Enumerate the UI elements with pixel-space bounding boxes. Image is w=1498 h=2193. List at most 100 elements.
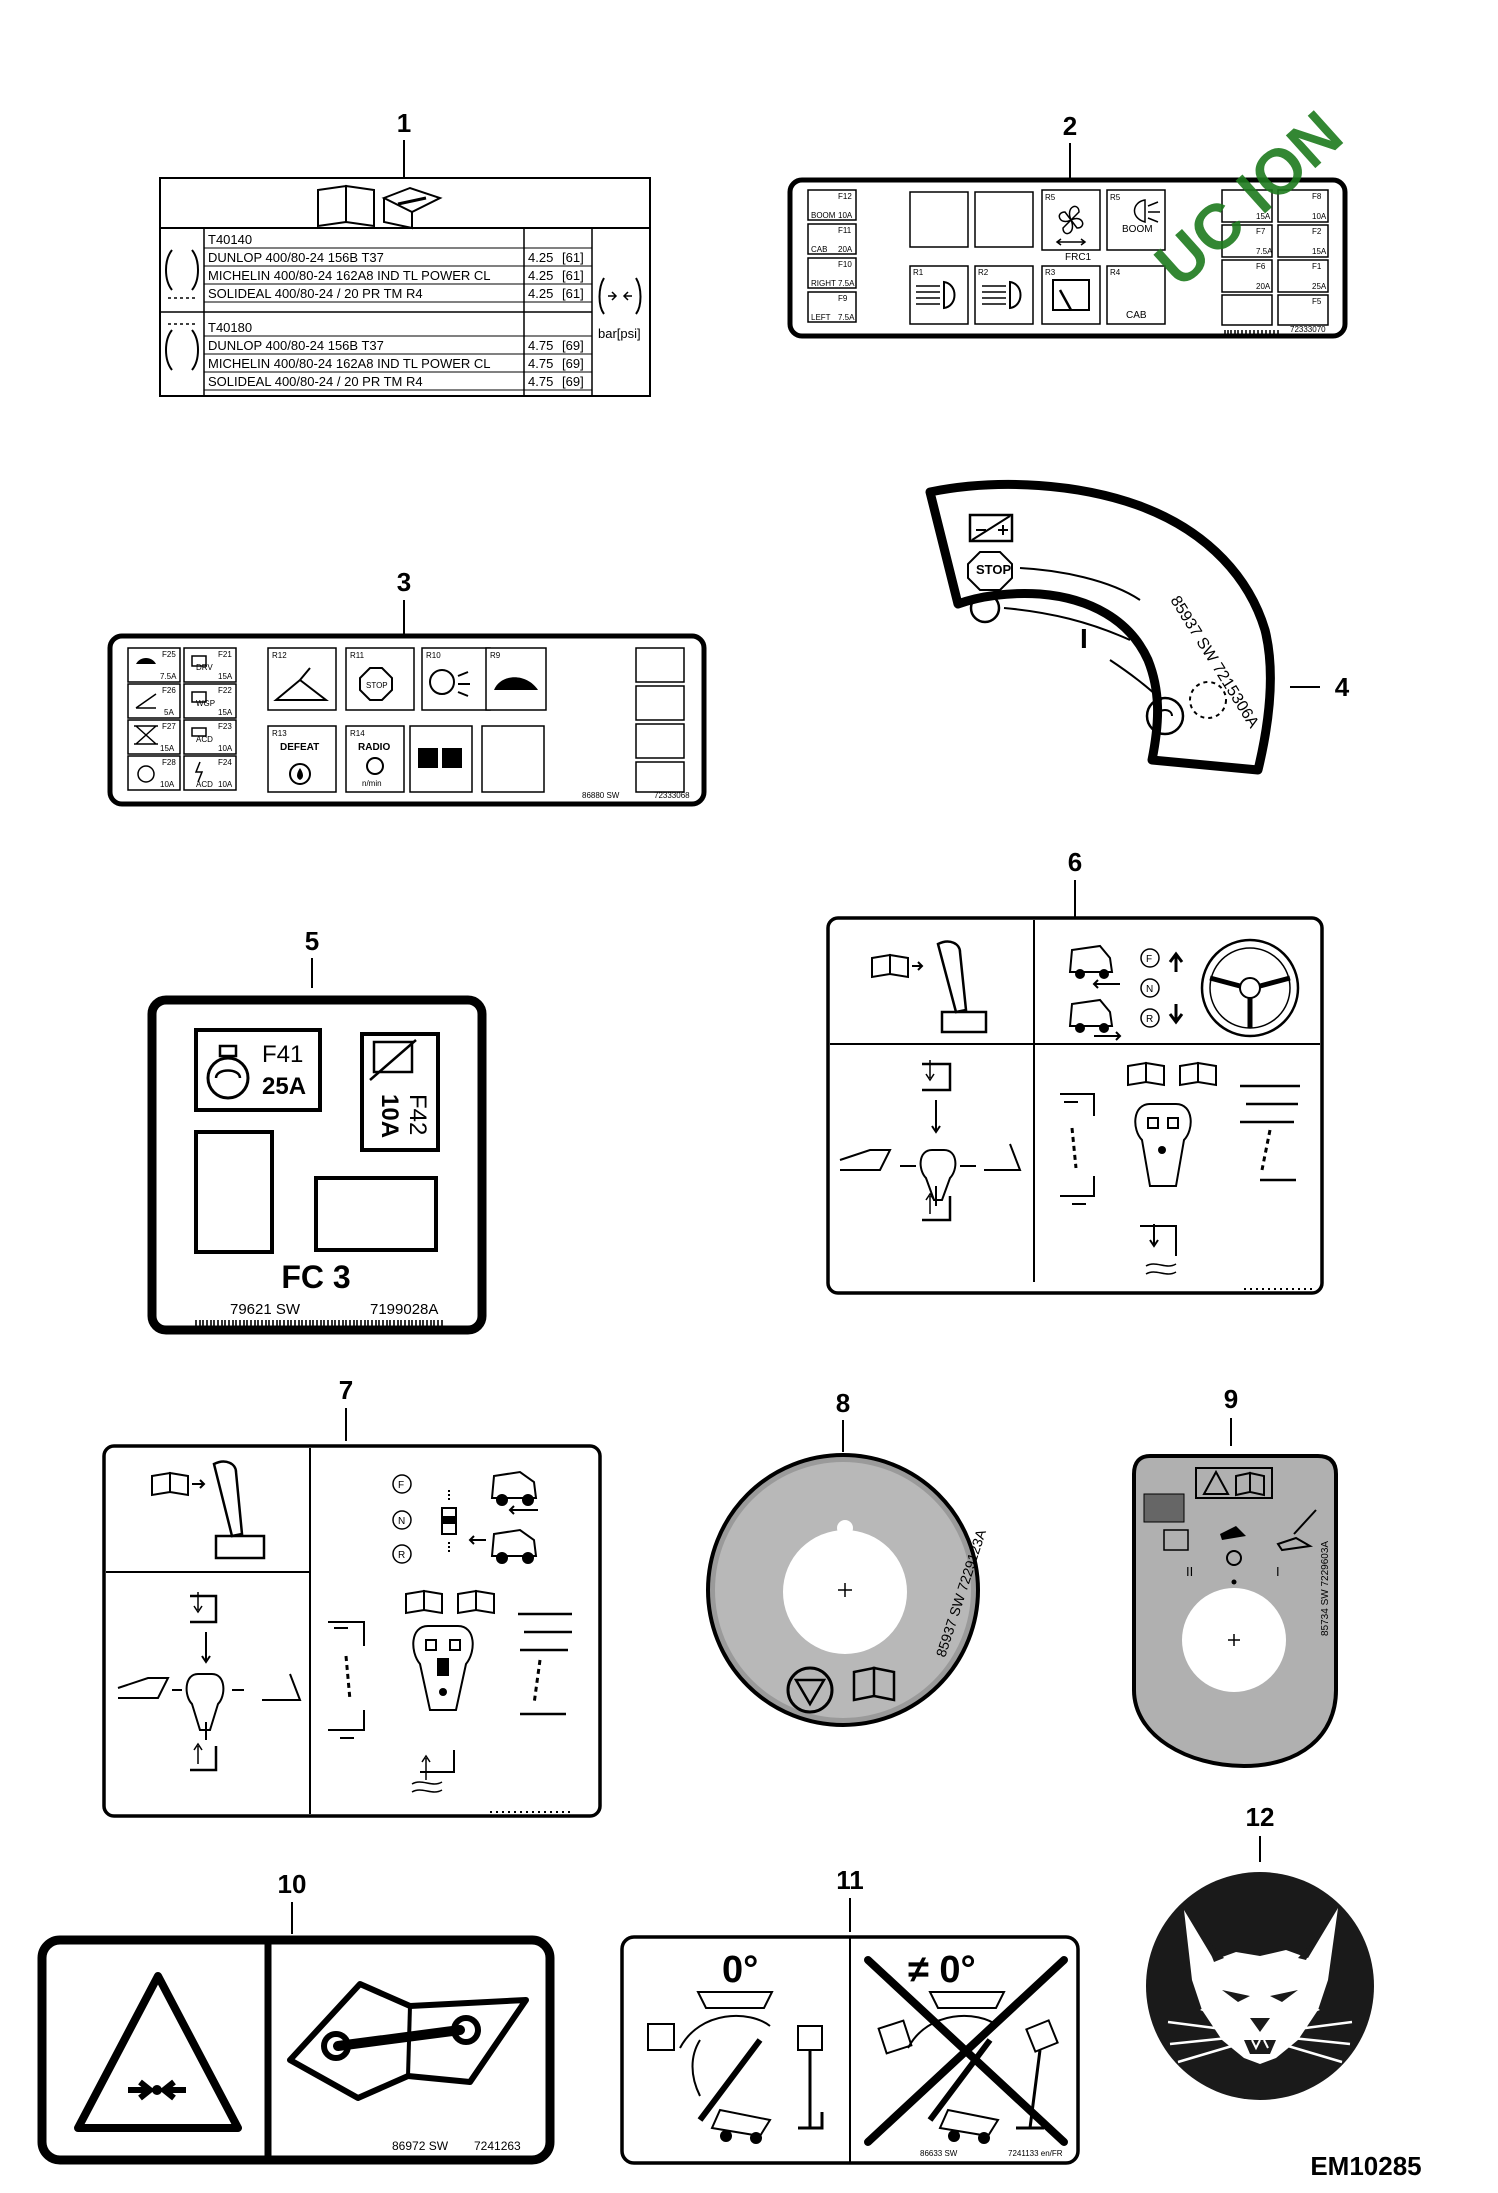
- fuse-amp: 10A: [218, 780, 233, 789]
- fuse-amp: 10A: [160, 780, 175, 789]
- fuse-code: F24: [218, 758, 232, 767]
- callout-8: 8: [836, 1388, 850, 1418]
- fuse-code: F5: [1312, 297, 1322, 306]
- serial-number: 86972 SW: [392, 2139, 449, 2153]
- psi-value: [61]: [562, 250, 584, 265]
- decal-5-fuse-panel: F41 25A F42 10A FC 3 79621 SW 7199028A: [147, 995, 487, 1335]
- fuse-f42-amp: 10A: [376, 1094, 403, 1138]
- part-number: 72333070: [1290, 325, 1326, 334]
- psi-value: [69]: [562, 356, 584, 371]
- barcode: [195, 1320, 443, 1326]
- service-manual-icon: [287, 1981, 529, 2101]
- stop-label: STOP: [976, 562, 1011, 577]
- switch-icon: [418, 748, 438, 768]
- relay-name: BOOM: [1122, 224, 1153, 235]
- joystick-movement-diagram: [117, 1592, 302, 1772]
- manual-icon: [317, 184, 375, 228]
- level-angle-ok: 0°: [722, 1949, 758, 1991]
- fuse-name: CAB: [811, 245, 827, 254]
- fuse-amp: 20A: [1256, 282, 1271, 291]
- callout-11: 11: [836, 1865, 864, 1895]
- stop-sign-icon: [359, 667, 393, 701]
- position-one: I: [1276, 1564, 1280, 1579]
- stop-engine-icon: STOP: [967, 551, 1013, 591]
- decal-2-fuse-box: F12 BOOM 10A F11 CAB 20A F10 RIGHT 7.5A …: [787, 97, 1356, 339]
- auxiliary-controls-diagram: [1060, 1061, 1300, 1275]
- relay-code: R12: [272, 651, 287, 660]
- relay-code: R9: [490, 651, 501, 660]
- spirit-level-icon: [928, 1991, 1006, 2009]
- attachment-icon: [1143, 1493, 1185, 1523]
- fuse-amp: 10A: [838, 211, 853, 220]
- crush-hazard-icon: [74, 1972, 242, 2132]
- fuse-name: LEFT: [811, 313, 831, 322]
- callout-10: 10: [278, 1869, 307, 1899]
- fuse-f41-amp: 25A: [262, 1073, 306, 1100]
- direction-forward: F: [1146, 954, 1152, 965]
- relay-code: R5: [1110, 193, 1121, 202]
- pressure-value: 4.75: [528, 374, 553, 389]
- loader-forward-icon: [1068, 944, 1120, 989]
- tire-front-icon: [165, 249, 199, 299]
- fuse-code: F8: [1312, 192, 1322, 201]
- display-icon: [191, 691, 207, 703]
- relay-code: R1: [913, 268, 924, 277]
- psi-value: [61]: [562, 268, 584, 283]
- serial-number: 86633 SW: [920, 2149, 958, 2158]
- fuse-amp: 5A: [164, 708, 174, 717]
- fan-icon: [1055, 205, 1087, 246]
- frc-label: FRC1: [1065, 252, 1092, 263]
- callout-5: 5: [305, 926, 319, 956]
- display-icon: [191, 655, 207, 667]
- tire-rear-icon: [165, 323, 199, 371]
- decal-8-round-label: 85937 SW 7229123A: [706, 1453, 989, 1727]
- relay-name: CAB: [1126, 310, 1147, 321]
- engine-icon: [366, 757, 384, 775]
- stop-sign-label: STOP: [366, 681, 388, 690]
- oil-drop-icon: [289, 763, 311, 785]
- seat-switch-icon: [273, 667, 329, 701]
- psi-value: [69]: [562, 338, 584, 353]
- serial-number: 86880 SW: [582, 791, 620, 800]
- fuse-code: F21: [218, 650, 232, 659]
- fuse-name: RIGHT: [811, 279, 836, 288]
- tire-spec: SOLIDEAL 400/80-24 / 20 PR TM R4: [208, 286, 423, 301]
- fuse-amp: 7.5A: [160, 672, 177, 681]
- bobcat-head-logo: [1167, 1908, 1353, 2064]
- fuse-name: WGP: [196, 699, 215, 708]
- right-fuse-grid: 15A F8 10A F7 7.5A F2 15A F6 20A F1 25A …: [1221, 189, 1329, 326]
- relay-name: DEFEAT: [280, 742, 319, 753]
- barcode: [1224, 330, 1279, 334]
- callout-3: 3: [397, 567, 411, 597]
- fuse-code: F28: [162, 758, 176, 767]
- joystick-movement-diagram: [839, 1060, 1022, 1222]
- fuse-code: F26: [162, 686, 176, 695]
- relay-code: R13: [272, 729, 287, 738]
- fuse-name: ACD: [196, 735, 213, 744]
- hourglass-icon: [134, 725, 158, 745]
- pressure-gauge-icon: [598, 277, 642, 315]
- loader-reverse-icon: [1068, 998, 1122, 1041]
- serial-number: 79621 SW: [230, 1301, 301, 1318]
- warning-manual-icon: [786, 1666, 896, 1714]
- fuse-amp: 25A: [1312, 282, 1327, 291]
- loader-reverse-icon: [468, 1528, 538, 1564]
- fuse-amp: 15A: [1312, 247, 1327, 256]
- fuse-amp: 15A: [160, 744, 175, 753]
- telehandler-icon: [938, 2108, 1000, 2138]
- tire-spec: MICHELIN 400/80-24 162A8 IND TL POWER CL: [208, 356, 491, 371]
- drawing-code: EM10285: [1310, 2151, 1421, 2181]
- direction-forward: F: [398, 1480, 404, 1491]
- tortoise-icon: [494, 677, 538, 690]
- decal-9-key-label: II I 85734 SW 7229603A: [1132, 1454, 1338, 1769]
- relay-code: R3: [1045, 268, 1056, 277]
- callout-6: 6: [1068, 847, 1082, 877]
- position-two: II: [1186, 1564, 1193, 1579]
- relay-code: R10: [426, 651, 441, 660]
- battery-icon: [191, 727, 207, 737]
- loader-forward-icon: [490, 1470, 538, 1515]
- fuse-f41-label: F41: [262, 1041, 303, 1068]
- start-position-icon: [1189, 681, 1227, 719]
- part-number: 72333068: [654, 791, 690, 800]
